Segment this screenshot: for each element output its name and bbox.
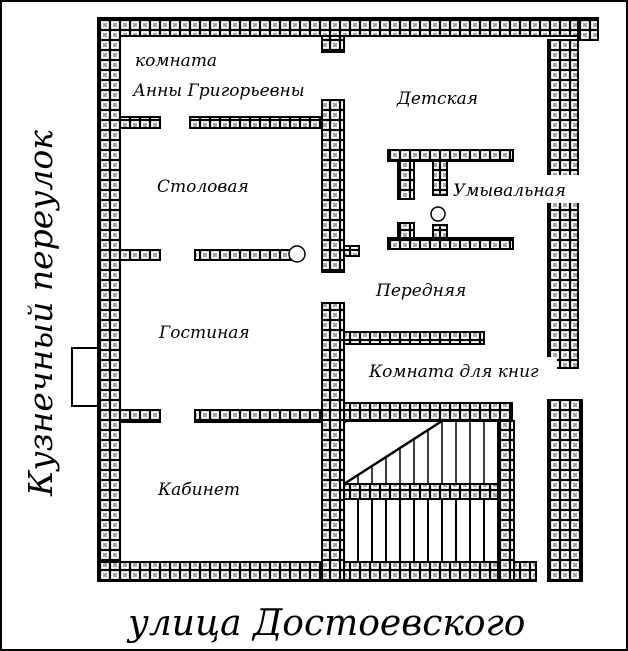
right-wall-lower (547, 399, 583, 582)
room-label-nursery: Детская (396, 89, 478, 109)
wall-dining-stub (343, 245, 360, 257)
room-label-dining: Столовая (157, 177, 249, 197)
left-bay (71, 347, 99, 407)
washroom-label-bg (449, 175, 581, 203)
room-label-anna-line1: комната (135, 51, 217, 71)
stove-circle (288, 245, 306, 263)
room-label-washroom: Умывальная (453, 181, 566, 201)
wall-top-stub (321, 35, 345, 53)
wall-wash-mid (432, 160, 448, 196)
wall-anna-right (189, 116, 341, 129)
wall-wash-left-low (397, 222, 415, 239)
wall-stair-mid (343, 483, 515, 500)
wall-stair-right (497, 420, 515, 582)
left-wall (97, 17, 121, 582)
room-label-hall: Передняя (375, 281, 466, 301)
top-wall (97, 17, 599, 37)
wall-central-lower (321, 302, 345, 582)
wall-wash-left (397, 160, 415, 200)
room-label-books: Комната для книг (368, 362, 539, 382)
wall-dining-right (194, 249, 296, 261)
wall-living-left (119, 409, 161, 423)
wall-central-upper (321, 99, 345, 273)
wall-dining-left (119, 249, 161, 261)
stair-diagonal (343, 419, 443, 486)
interior-walls (119, 35, 515, 582)
right-wall-upper (547, 39, 579, 369)
wall-anna-left (119, 116, 161, 129)
top-right-corner (577, 17, 599, 41)
room-label-study: Кабинет (157, 480, 240, 500)
wall-wash-top (387, 149, 514, 162)
room-label-living: Гостиная (158, 323, 250, 343)
wall-books-bottom (343, 402, 513, 422)
bottom-wall (97, 561, 537, 582)
stove-circle (430, 206, 446, 222)
wall-wash-mid-low (432, 224, 448, 239)
outer-walls (71, 17, 599, 582)
street-label-left: Кузнечный переулок (21, 130, 60, 497)
staircase (343, 419, 485, 562)
wall-wash-bottom (387, 237, 514, 250)
books-label-bg (365, 357, 557, 384)
wall-books-top (343, 331, 485, 345)
room-label-anna-line2: Анны Григорьевны (132, 81, 305, 101)
street-label-bottom: улица Достоевского (126, 603, 525, 644)
